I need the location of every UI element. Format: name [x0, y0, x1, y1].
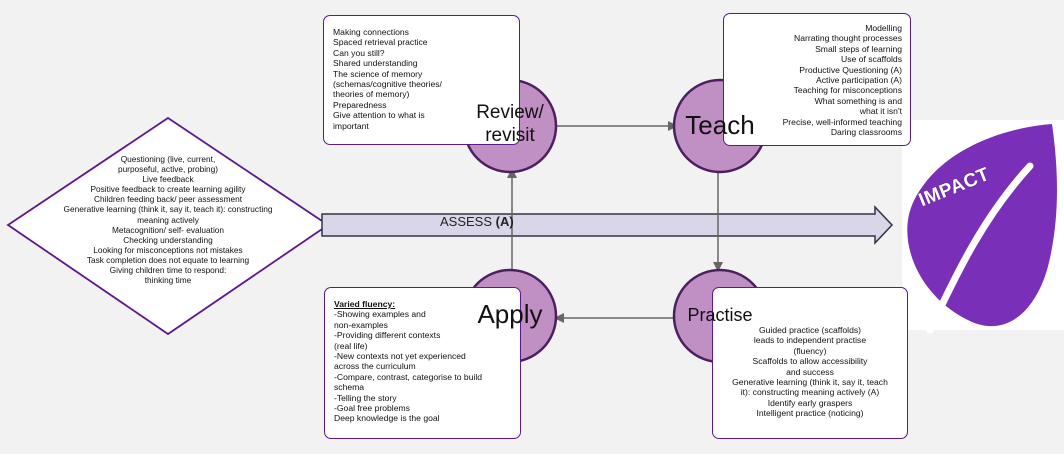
diamond-line: Looking for misconceptions not mistakes: [93, 244, 243, 255]
apply-box-line: -Providing different contexts: [334, 330, 441, 341]
review-label-line1: Review/: [476, 102, 544, 123]
teach-box-line: Teaching for misconceptions: [793, 85, 902, 96]
apply-label: Apply: [477, 299, 543, 329]
diamond-line: meaning actively: [137, 214, 199, 225]
apply-box-line: across the curriculum: [334, 361, 416, 372]
diamond-line: Live feedback: [142, 174, 194, 185]
review-box-line: Preparedness: [333, 99, 387, 110]
apply-box-line: -New contexts not yet experienced: [334, 351, 466, 362]
teach-box-line: Active participation (A): [816, 75, 902, 86]
review-label: Review/ revisit: [466, 101, 554, 147]
apply-box-line: -Showing examples and: [334, 309, 426, 320]
teach-label: Teach: [685, 110, 755, 140]
apply-box-line: -Goal free problems: [334, 403, 410, 414]
teach-box-line: what it isn't: [859, 106, 902, 117]
diamond-line: Checking understanding: [123, 234, 213, 245]
practise-box-line: Identify early graspers: [767, 397, 853, 408]
assess-arrow: [321, 205, 894, 245]
diamond-line: purposeful, active, probing): [117, 164, 219, 175]
practise-box: Guided practice (scaffolds)leads to inde…: [712, 287, 908, 439]
review-label-line2: revisit: [485, 125, 535, 146]
teach-box-line: Precise, well-informed teaching: [782, 116, 902, 127]
diamond-line: thinking time: [144, 275, 192, 286]
diamond-line: Metacognition/ self- evaluation: [111, 224, 225, 235]
practise-box-line: Intelligent practice (noticing): [756, 408, 864, 419]
practise-box-line: Generative learning (think it, say it, t…: [732, 377, 888, 388]
apply-box-line: -Telling the story: [334, 392, 397, 403]
diamond-text: Questioning (live, current,purposeful, a…: [18, 154, 318, 285]
diamond-line: Positive feedback to create learning agi…: [90, 184, 246, 195]
practise-box-line: Scaffolds to allow accessibility: [752, 356, 868, 367]
review-box-line: theories of memory): [333, 89, 410, 100]
review-box-line: Can you still?: [333, 47, 385, 58]
review-box-line: Shared understanding: [333, 58, 418, 69]
practise-label: Practise: [687, 305, 753, 325]
assess-label: ASSESS (A): [440, 214, 514, 229]
teach-box-line: Small steps of learning: [815, 43, 902, 54]
feedback-diamond: [6, 116, 330, 336]
practise-box-line: leads to independent practise: [753, 335, 867, 346]
apply-box-line: -Compare, contrast, categorise to build: [334, 371, 483, 382]
teach-box-line: Daring classrooms: [830, 127, 902, 138]
diamond-line: Task completion does not equate to learn…: [86, 254, 250, 265]
teach-box-line: Productive Questioning (A): [799, 64, 902, 75]
assess-text: ASSESS: [440, 214, 496, 229]
practise-box-line: and success: [786, 366, 834, 377]
apply-box-line: Deep knowledge is the goal: [334, 413, 440, 424]
apply-box-line: schema: [334, 382, 365, 393]
teach-box-line: Modelling: [865, 23, 902, 33]
diamond-line: Generative learning (think it, say it, t…: [63, 204, 273, 215]
diamond-line: Questioning (live, current,: [120, 154, 216, 164]
review-box-line: Give attention to what is: [333, 110, 425, 121]
diamond-line: Giving children time to respond:: [109, 265, 227, 276]
apply-box-heading: Varied fluency:: [334, 299, 396, 309]
diamond-line: Children feeding back/ peer assessment: [93, 194, 243, 205]
review-box-line: The science of memory: [333, 68, 423, 79]
teach-box-line: Narrating thought processes: [794, 33, 902, 44]
assess-abbr: (A): [495, 214, 514, 229]
review-box-line: Spaced retrieval practice: [333, 37, 428, 48]
teach-box-line: What something is and: [814, 95, 902, 106]
apply-box-line: (real life): [334, 340, 368, 351]
review-box-line: Making connections: [333, 27, 409, 37]
apply-box-line: non-examples: [334, 319, 388, 330]
leaf-vein-icon: [926, 162, 1034, 334]
practise-box-line: (fluency): [793, 345, 827, 356]
practise-box-line: Guided practice (scaffolds): [758, 325, 862, 335]
review-box-line: (schemas/cognitive theories/: [333, 79, 442, 90]
practise-box-line: it): constructing meaning actively (A): [740, 387, 880, 398]
teach-box-line: Use of scaffolds: [841, 54, 902, 65]
review-box-line: important: [333, 120, 369, 131]
